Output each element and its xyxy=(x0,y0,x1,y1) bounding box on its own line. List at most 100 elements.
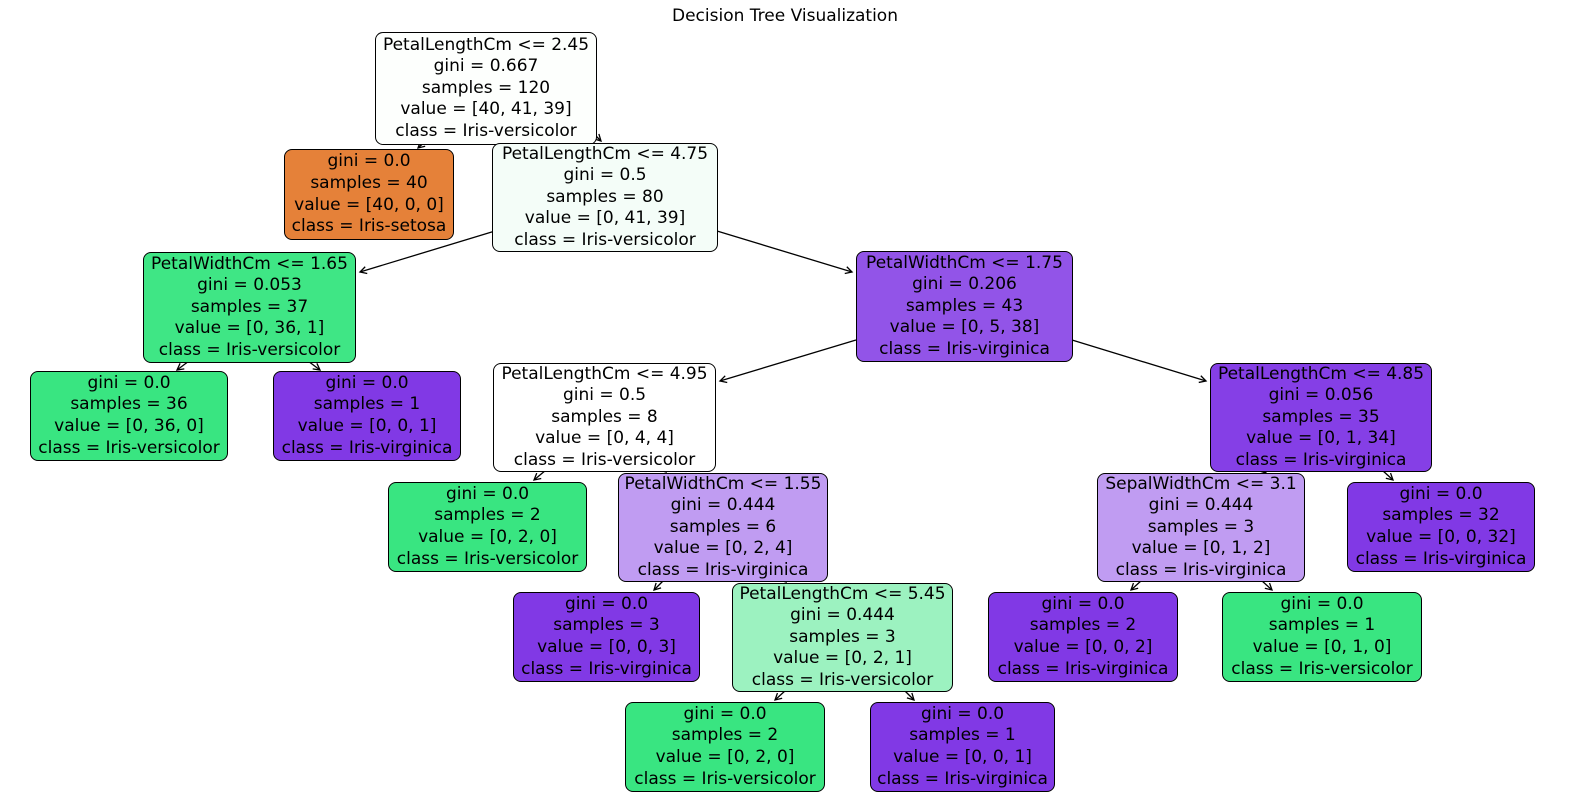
node-condition: PetalLengthCm <= 4.85 xyxy=(1217,363,1425,384)
node-value: value = [0, 36, 0] xyxy=(54,416,204,436)
node-class: class = Iris-versicolor xyxy=(395,120,577,141)
node-value: value = [0, 0, 2] xyxy=(1013,637,1153,657)
node-value: value = [0, 2, 0] xyxy=(418,527,557,547)
node-condition: PetalLengthCm <= 2.45 xyxy=(382,34,590,55)
node-value: value = [40, 0, 0] xyxy=(294,194,444,215)
leaf-iris-virginica-3: gini = 0.0 samples = 3 value = [0, 0, 3]… xyxy=(513,592,700,682)
node-class: class = Iris-versicolor xyxy=(751,669,934,690)
node-gini: gini = 0.0 xyxy=(445,483,530,504)
node-gini: gini = 0.667 xyxy=(433,56,539,77)
leaf-iris-virginica-1-bottom: gini = 0.0 samples = 1 value = [0, 0, 1]… xyxy=(870,702,1055,792)
node-gini: gini = 0.0 xyxy=(683,703,767,724)
node-class: class = Iris-versicolor xyxy=(634,768,816,789)
node-gini: gini = 0.053 xyxy=(197,275,302,296)
node-gini: gini = 0.5 xyxy=(562,385,647,406)
figure-title: Decision Tree Visualization xyxy=(672,6,898,26)
node-value: value = [0, 1, 34] xyxy=(1246,428,1396,449)
node-class: class = Iris-virginica xyxy=(1355,548,1527,569)
node-petallength-4-95: PetalLengthCm <= 4.95 gini = 0.5 samples… xyxy=(493,363,716,472)
node-value: value = [0, 2, 0] xyxy=(655,747,795,767)
node-samples: samples = 37 xyxy=(190,296,309,317)
node-samples: samples = 35 xyxy=(1262,406,1380,427)
node-value: value = [0, 4, 4] xyxy=(535,428,674,449)
node-petalwidth-1-65: PetalWidthCm <= 1.65 gini = 0.053 sample… xyxy=(143,252,356,363)
node-samples: samples = 43 xyxy=(905,295,1024,316)
node-condition: PetalWidthCm <= 1.65 xyxy=(151,253,348,274)
node-class: class = Iris-versicolor xyxy=(396,548,579,569)
node-gini: gini = 0.0 xyxy=(1041,593,1125,614)
node-gini: gini = 0.0 xyxy=(920,703,1005,724)
node-gini: gini = 0.444 xyxy=(670,495,776,516)
node-samples: samples = 1 xyxy=(313,394,421,415)
node-petallength-5-45: PetalLengthCm <= 5.45 gini = 0.444 sampl… xyxy=(732,583,953,692)
node-class: class = Iris-virginica xyxy=(879,338,1050,359)
node-class: class = Iris-virginica xyxy=(521,658,692,679)
node-condition: PetalLengthCm <= 5.45 xyxy=(739,583,946,604)
node-gini: gini = 0.056 xyxy=(1268,385,1374,406)
node-sepalwidth-3-1: SepalWidthCm <= 3.1 gini = 0.444 samples… xyxy=(1097,473,1305,582)
node-value: value = [0, 41, 39] xyxy=(524,208,686,229)
leaf-iris-setosa-40: gini = 0.0 samples = 40 value = [40, 0, … xyxy=(284,149,454,240)
node-value: value = [0, 0, 1] xyxy=(297,416,437,436)
node-samples: samples = 1 xyxy=(1268,615,1376,636)
leaf-iris-virginica-2: gini = 0.0 samples = 2 value = [0, 0, 2]… xyxy=(988,592,1178,682)
node-samples: samples = 32 xyxy=(1382,505,1500,526)
node-samples: samples = 36 xyxy=(70,394,188,415)
node-value: value = [40, 41, 39] xyxy=(400,99,572,120)
node-class: class = Iris-virginica xyxy=(1235,449,1407,470)
node-samples: samples = 1 xyxy=(909,725,1016,746)
node-class: class = Iris-virginica xyxy=(877,768,1048,789)
node-gini: gini = 0.0 xyxy=(1280,593,1364,614)
node-condition: SepalWidthCm <= 3.1 xyxy=(1105,473,1297,494)
node-gini: gini = 0.0 xyxy=(327,151,411,172)
node-samples: samples = 2 xyxy=(434,505,541,526)
node-value: value = [0, 0, 3] xyxy=(537,637,676,657)
leaf-iris-versicolor-2-bottom: gini = 0.0 samples = 2 value = [0, 2, 0]… xyxy=(625,702,825,792)
node-value: value = [0, 36, 1] xyxy=(174,318,325,339)
node-gini: gini = 0.0 xyxy=(325,372,409,393)
node-condition: PetalLengthCm <= 4.75 xyxy=(501,143,709,164)
node-class: class = Iris-virginica xyxy=(1115,559,1287,580)
edge-petalwidth-1-75-to-petallength-4-95 xyxy=(718,339,857,384)
node-petallength-4-75: PetalLengthCm <= 4.75 gini = 0.5 samples… xyxy=(492,143,718,252)
node-samples: samples = 2 xyxy=(1029,615,1137,636)
node-samples: samples = 2 xyxy=(671,725,779,746)
node-class: class = Iris-versicolor xyxy=(1231,658,1413,679)
node-samples: samples = 3 xyxy=(553,615,660,636)
node-class: class = Iris-versicolor xyxy=(513,449,696,470)
node-class: class = Iris-virginica xyxy=(637,559,809,580)
leaf-iris-versicolor-2: gini = 0.0 samples = 2 value = [0, 2, 0]… xyxy=(388,482,587,572)
node-value: value = [0, 1, 2] xyxy=(1131,538,1271,559)
node-value: value = [0, 2, 1] xyxy=(773,648,912,669)
node-petalwidth-1-55: PetalWidthCm <= 1.55 gini = 0.444 sample… xyxy=(618,473,828,582)
node-value: value = [0, 1, 0] xyxy=(1252,637,1392,657)
node-class: class = Iris-versicolor xyxy=(158,339,341,360)
node-class: class = Iris-virginica xyxy=(997,658,1169,679)
node-class: class = Iris-versicolor xyxy=(38,437,220,458)
node-samples: samples = 120 xyxy=(421,77,551,98)
node-samples: samples = 3 xyxy=(1147,516,1255,537)
node-petalwidth-1-75: PetalWidthCm <= 1.75 gini = 0.206 sample… xyxy=(856,251,1073,362)
node-root-petallength-2-45: PetalLengthCm <= 2.45 gini = 0.667 sampl… xyxy=(375,32,597,145)
node-gini: gini = 0.0 xyxy=(564,593,649,614)
node-class: class = Iris-setosa xyxy=(291,216,447,237)
leaf-iris-versicolor-1: gini = 0.0 samples = 1 value = [0, 1, 0]… xyxy=(1222,592,1422,682)
node-condition: PetalLengthCm <= 4.95 xyxy=(501,363,708,384)
leaf-iris-versicolor-36: gini = 0.0 samples = 36 value = [0, 36, … xyxy=(30,371,228,461)
edge-petalwidth-1-75-to-petallength-4-85 xyxy=(1071,339,1208,384)
node-petallength-4-85: PetalLengthCm <= 4.85 gini = 0.056 sampl… xyxy=(1210,363,1432,472)
node-condition: PetalWidthCm <= 1.75 xyxy=(866,252,1063,273)
leaf-iris-virginica-32: gini = 0.0 samples = 32 value = [0, 0, 3… xyxy=(1347,482,1535,572)
node-gini: gini = 0.444 xyxy=(790,605,895,626)
node-samples: samples = 8 xyxy=(551,406,658,427)
node-samples: samples = 6 xyxy=(669,516,777,537)
edge-petallength-4-75-to-petalwidth-1-65 xyxy=(358,230,496,275)
node-gini: gini = 0.0 xyxy=(87,372,171,393)
node-gini: gini = 0.0 xyxy=(1399,483,1483,504)
node-samples: samples = 3 xyxy=(789,626,896,647)
node-value: value = [0, 0, 1] xyxy=(893,747,1032,767)
node-gini: gini = 0.444 xyxy=(1148,495,1254,516)
node-value: value = [0, 0, 32] xyxy=(1366,527,1516,547)
node-samples: samples = 40 xyxy=(310,172,428,193)
